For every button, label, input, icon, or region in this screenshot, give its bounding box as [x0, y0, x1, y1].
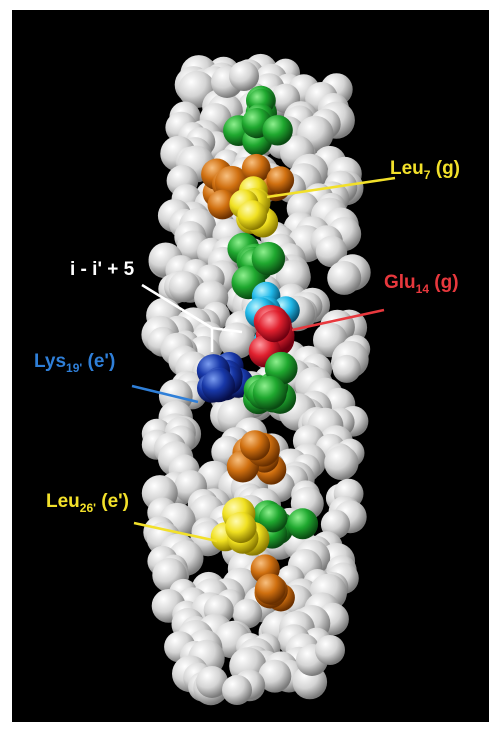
orange-atom [255, 574, 285, 604]
leu7-label: Leu7 (g) [390, 159, 460, 178]
interaction-label: i - i' + 5 [70, 260, 134, 279]
blue-atom [202, 369, 235, 402]
backbone-atom [327, 261, 361, 295]
backbone-atom [222, 675, 252, 705]
backbone-atom [229, 61, 259, 91]
atom-spheres [141, 54, 370, 705]
green-atom [252, 242, 285, 275]
interaction-text: i - i' + 5 [70, 259, 134, 280]
backbone-atom [315, 635, 345, 665]
lys19-label: Lys19' (e') [34, 352, 115, 371]
glu14-label: Glu14 (g) [384, 273, 459, 292]
leu26-suffix: (e') [96, 491, 129, 512]
red-atom [258, 310, 290, 342]
orange-atom [240, 430, 270, 460]
lys19-subscript: 19' [66, 361, 82, 375]
figure-panel: Leu7 (g) Glu14 (g) i - i' + 5 Lys19' (e'… [12, 10, 489, 722]
backbone-atom [324, 446, 358, 480]
lys19-name: Lys [34, 351, 66, 372]
glu14-suffix: (g) [429, 272, 459, 293]
yellow-atom [225, 512, 256, 543]
leu26-subscript: 26' [80, 501, 96, 515]
backbone-atom [333, 355, 361, 383]
leu7-suffix: (g) [430, 158, 460, 179]
leu26-label: Leu26' (e') [46, 492, 129, 511]
green-atom [287, 508, 318, 539]
yellow-atom [237, 200, 267, 230]
glu14-name: Glu [384, 272, 416, 293]
lys19-suffix: (e') [82, 351, 115, 372]
leu7-name: Leu [390, 158, 424, 179]
green-atom [262, 115, 292, 145]
green-atom [253, 376, 287, 410]
leu26-name: Leu [46, 491, 80, 512]
leu7-subscript: 7 [424, 168, 431, 182]
orange-atom [266, 166, 294, 194]
glu14-subscript: 14 [416, 282, 429, 296]
